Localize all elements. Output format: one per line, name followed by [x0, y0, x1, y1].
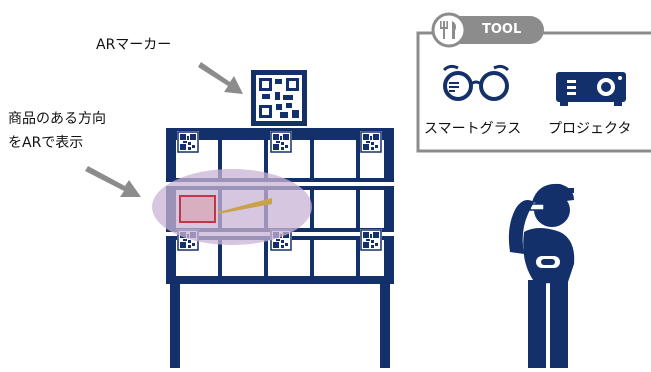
smart-glasses-icon — [442, 64, 510, 101]
ar-overlay — [152, 169, 312, 245]
person-with-smart-glasses-icon — [508, 183, 575, 368]
target-product-box — [179, 195, 216, 223]
ar-marker — [251, 70, 307, 126]
ar-marker-label: ARマーカー — [96, 37, 172, 53]
projector-icon — [556, 72, 626, 106]
product-direction-label-line2: をARで表示 — [8, 135, 84, 151]
direction-beam — [218, 198, 272, 214]
shelf-leg-right — [380, 280, 390, 368]
smart-glass-label: スマートグラス — [424, 121, 522, 137]
shelf-leg-left — [170, 280, 180, 368]
projector-label: プロジェクタ — [548, 121, 632, 137]
tool-title: TOOL — [482, 22, 522, 37]
tool-panel — [416, 12, 651, 153]
arrow-pointer-icon — [85, 62, 243, 197]
product-direction-label-line1: 商品のある方向 — [8, 111, 106, 127]
fork-knife-icon — [440, 21, 456, 39]
